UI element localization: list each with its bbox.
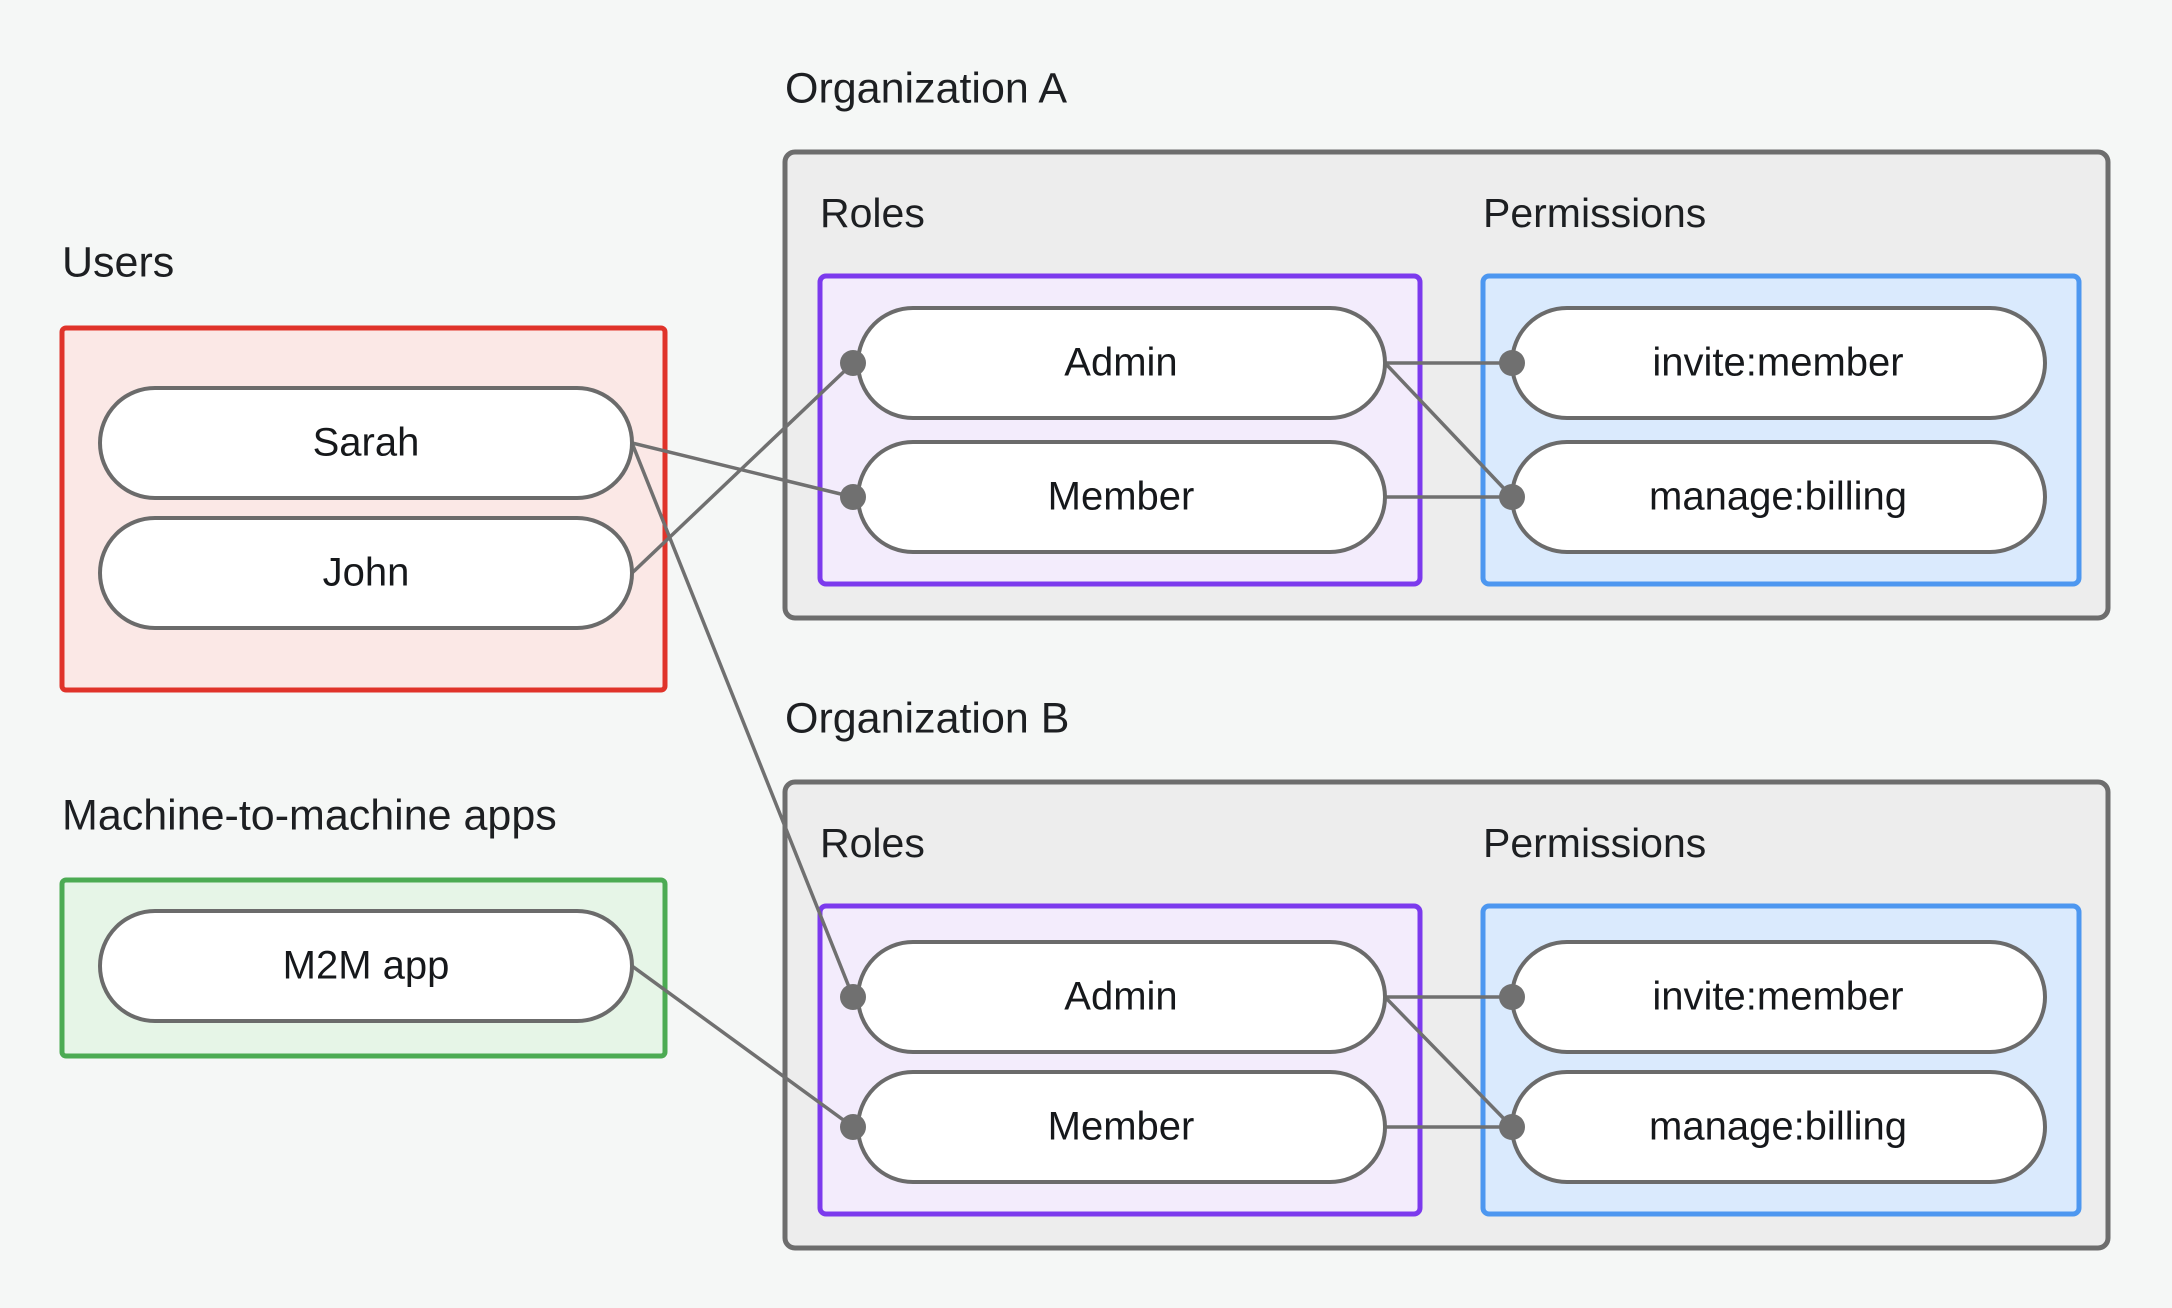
node-m2m-app[interactable]: M2M app	[98, 909, 634, 1023]
node-label: Admin	[1064, 341, 1177, 385]
node-orga-perm-invite-member[interactable]: invite:member	[1510, 306, 2047, 420]
edge-dot-orgb-invite-in	[1499, 984, 1525, 1010]
node-label: manage:billing	[1649, 1105, 1907, 1149]
edge-dot-orgb-admin-in	[840, 984, 866, 1010]
edge-dot-orga-invite-in	[1499, 350, 1525, 376]
node-orgb-perm-invite-member[interactable]: invite:member	[1510, 940, 2047, 1054]
node-user-sarah[interactable]: Sarah	[98, 386, 634, 500]
node-label: invite:member	[1652, 341, 1903, 385]
node-orgb-perm-manage-billing[interactable]: manage:billing	[1510, 1070, 2047, 1184]
node-label: M2M app	[283, 944, 450, 988]
node-orga-role-admin[interactable]: Admin	[856, 306, 1387, 420]
org-b-permissions-header: Permissions	[1483, 820, 1706, 866]
m2m-title: Machine-to-machine apps	[62, 791, 557, 839]
node-label: manage:billing	[1649, 475, 1907, 519]
node-label: invite:member	[1652, 975, 1903, 1019]
edge-layer	[630, 361, 1514, 1129]
node-orgb-role-member[interactable]: Member	[856, 1070, 1387, 1184]
edge-dot-orga-admin-in	[840, 350, 866, 376]
org-b-roles-header: Roles	[820, 820, 925, 866]
edge-orga-admin-billing	[1383, 361, 1514, 499]
org-b-title: Organization B	[785, 694, 1069, 742]
edge-sarah-orgb-admin	[630, 442, 855, 998]
org-a-roles-header: Roles	[820, 190, 925, 236]
node-user-john[interactable]: John	[98, 516, 634, 630]
node-orga-perm-manage-billing[interactable]: manage:billing	[1510, 440, 2047, 554]
edge-orgb-admin-billing	[1383, 995, 1514, 1129]
edge-dot-orga-member-in	[840, 484, 866, 510]
node-orga-role-member[interactable]: Member	[856, 440, 1387, 554]
edge-dot-orga-billing-in	[1499, 484, 1525, 510]
org-a-title: Organization A	[785, 64, 1067, 112]
node-label: Member	[1048, 475, 1195, 519]
node-label: Sarah	[313, 421, 420, 465]
node-label: Admin	[1064, 975, 1177, 1019]
node-label: Member	[1048, 1105, 1195, 1149]
org-a-permissions-header: Permissions	[1483, 190, 1706, 236]
edge-john-orga-admin	[630, 361, 855, 575]
edge-m2m-orgb-member	[630, 964, 855, 1129]
node-orgb-role-admin[interactable]: Admin	[856, 940, 1387, 1054]
edge-endpoint-dots	[840, 350, 1525, 1140]
users-container	[59, 325, 668, 693]
users-title: Users	[62, 238, 174, 286]
edge-dot-orgb-billing-in	[1499, 1114, 1525, 1140]
edge-dot-orgb-member-in	[840, 1114, 866, 1140]
node-label: John	[323, 551, 410, 595]
